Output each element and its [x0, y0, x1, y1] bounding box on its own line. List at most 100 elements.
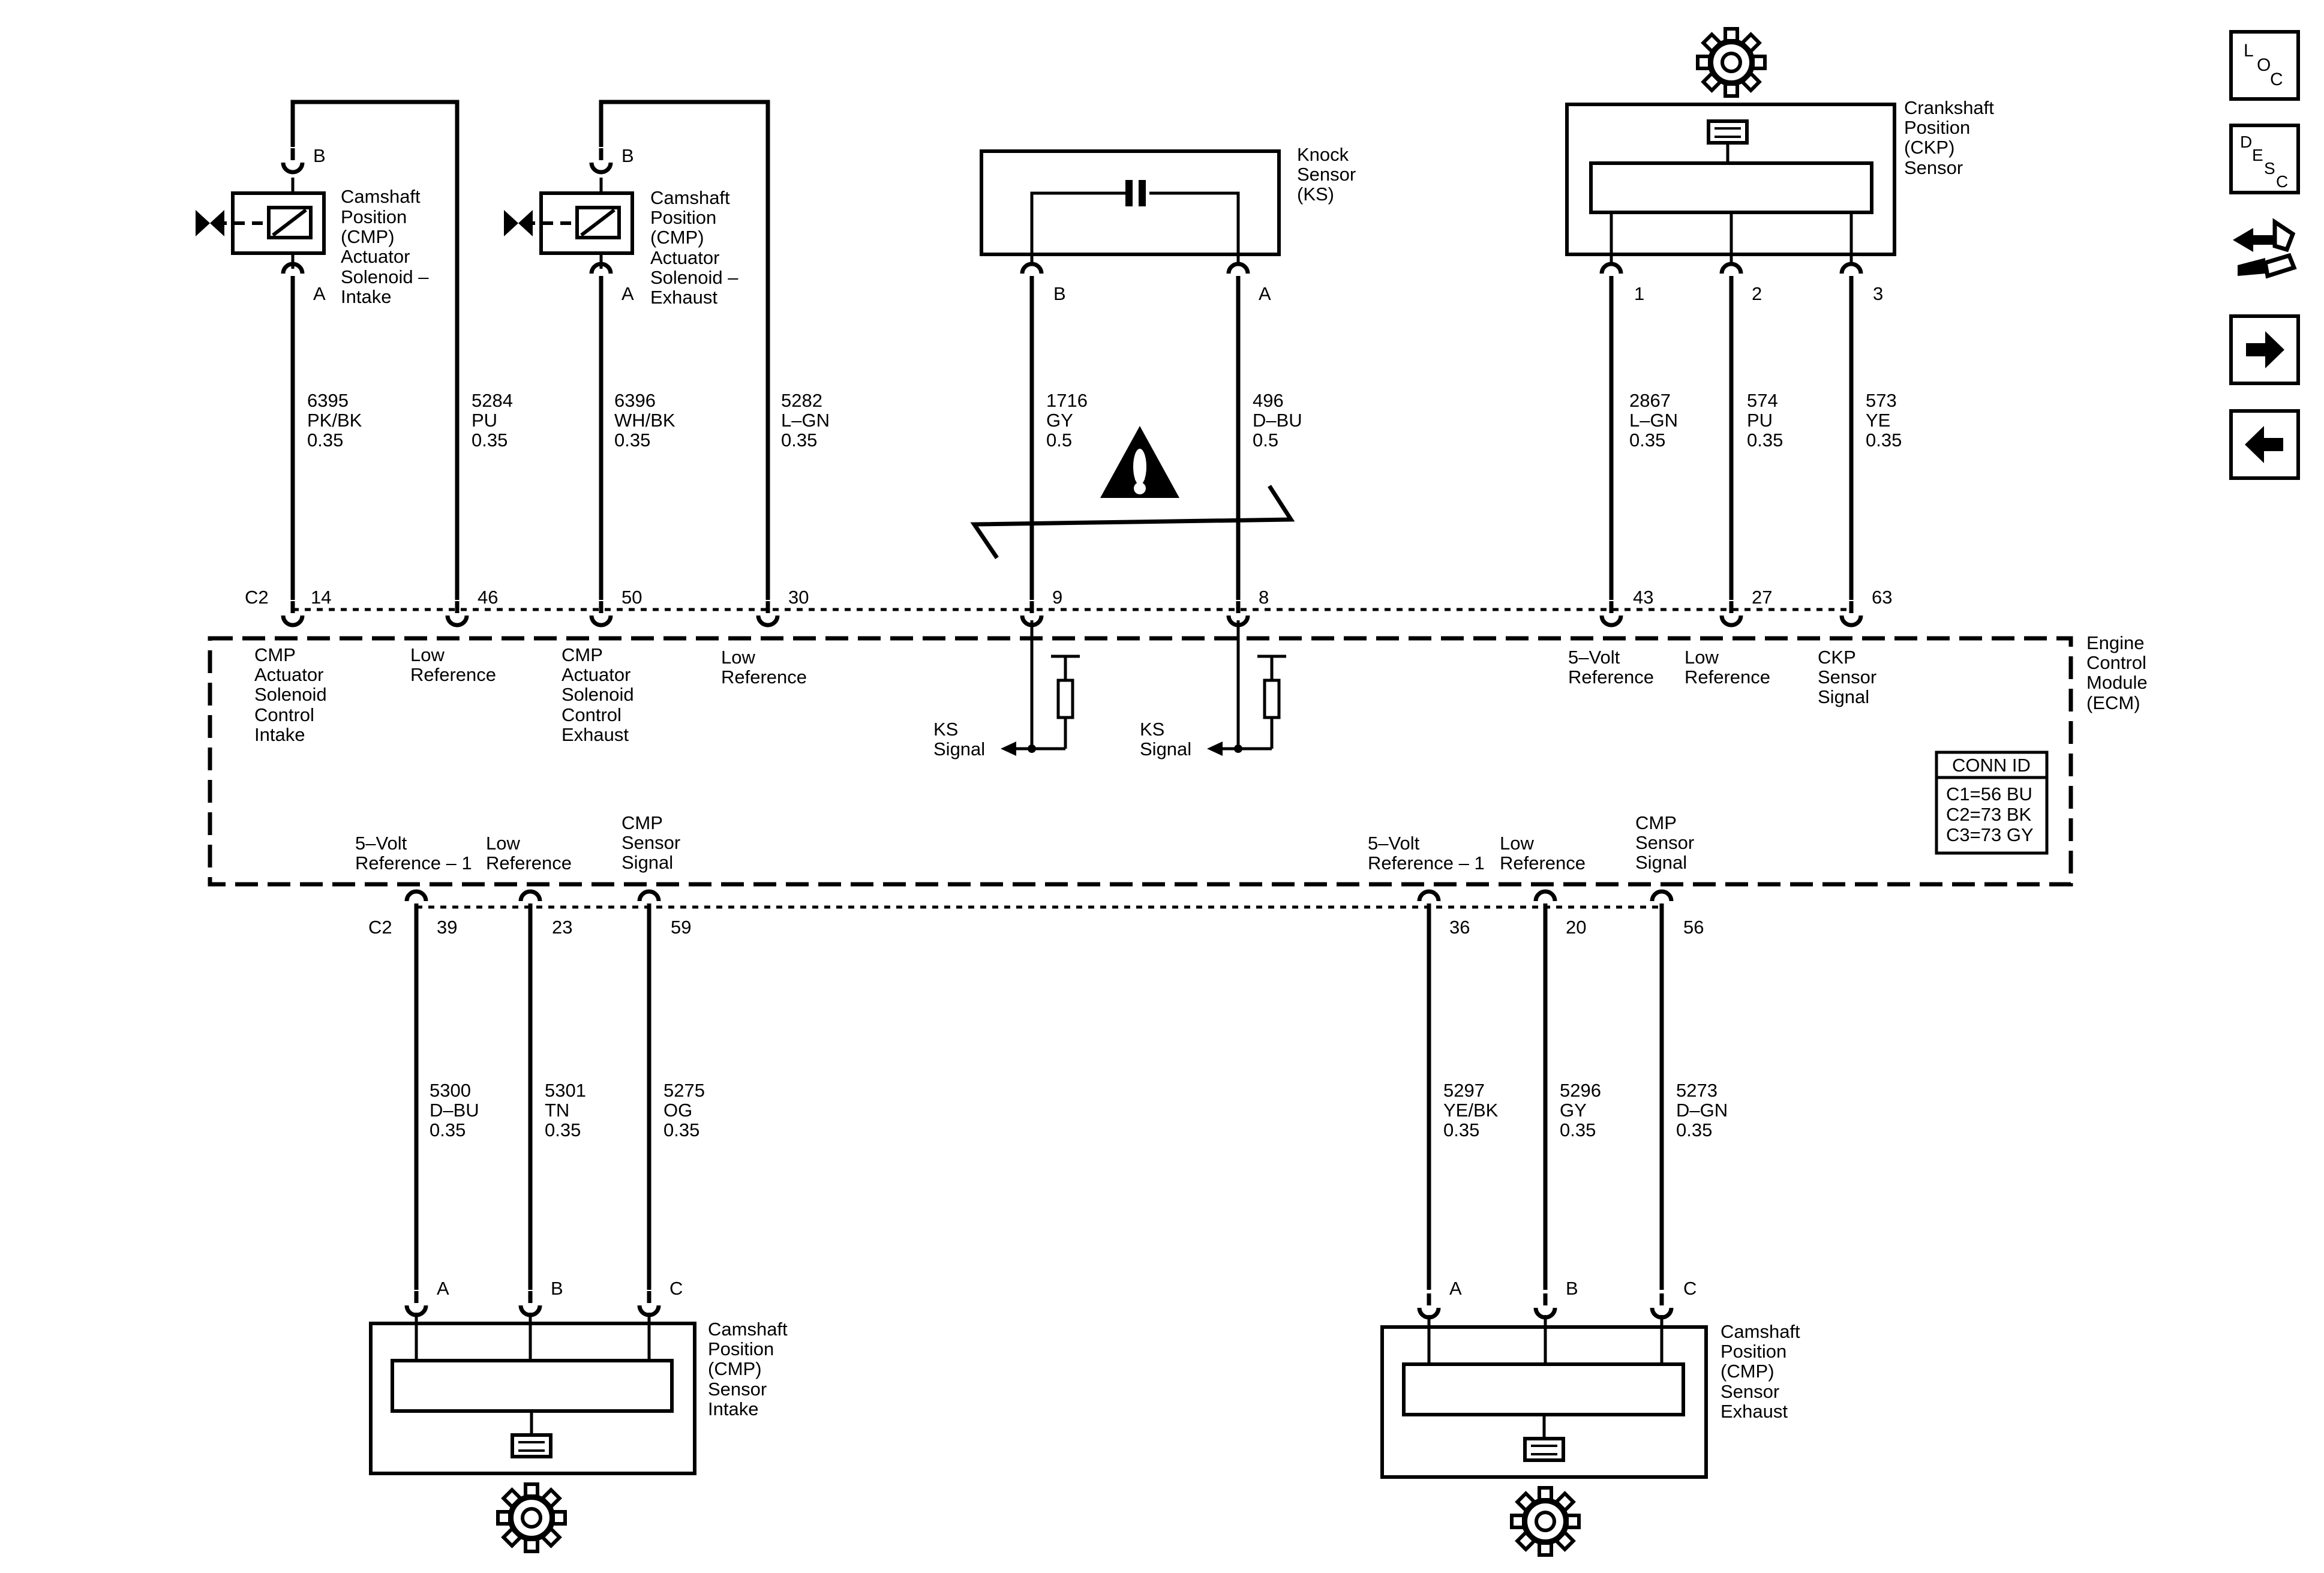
conn-id-table: CONN ID C1=56 BU C2=73 BK C3=73 GY	[1935, 751, 2049, 855]
next-button[interactable]	[2229, 314, 2300, 385]
pin-label: 14	[311, 587, 331, 608]
knock-sensor: B A Knock Sensor (KS)	[970, 144, 1361, 600]
pin-label: 8	[1259, 587, 1269, 608]
connector-label: C2	[368, 917, 392, 938]
pin-label: C	[669, 1278, 683, 1299]
svg-text:O: O	[2257, 55, 2271, 75]
component-title: Camshaft Position (CMP) Sensor Intake	[708, 1319, 792, 1419]
component-title: Crankshaft Position (CKP) Sensor	[1904, 97, 1999, 178]
pin-label: A	[437, 1278, 449, 1299]
pin-label: B	[551, 1278, 563, 1299]
component-title: Camshaft Position (CMP) Sensor Exhaust	[1721, 1321, 1805, 1422]
arrow-right-icon	[2246, 331, 2284, 368]
connector-label: C2	[245, 587, 269, 608]
pin-label: 23	[552, 917, 572, 938]
pin-label: A	[621, 283, 634, 304]
pin-label: 30	[788, 587, 809, 608]
pin-label: B	[621, 145, 634, 166]
svg-text:E: E	[2252, 146, 2263, 164]
conn-id-row: C1=56 BU	[1946, 784, 2032, 804]
ecm-title: Engine Control Module (ECM)	[2086, 632, 2152, 713]
ecm-boundary	[208, 636, 2073, 887]
conn-id-row: C2=73 BK	[1946, 804, 2032, 825]
connector-icon	[2233, 218, 2297, 279]
pin-label: C	[1683, 1278, 1697, 1299]
loc-button[interactable]: L O C	[2229, 30, 2300, 101]
gear-icon	[1698, 29, 1765, 96]
warning-icon	[1100, 426, 1179, 498]
pin-label: A	[1449, 1278, 1462, 1299]
cmp-actuator-exhaust: B A Camshaft Position (CMP) Actuator Sol…	[504, 100, 770, 600]
gear-icon	[1512, 1488, 1579, 1555]
desc-button[interactable]: D E S C	[2229, 124, 2300, 194]
component-title: Knock Sensor (KS)	[1297, 144, 1361, 205]
pin-label: 59	[671, 917, 691, 938]
pin-label: A	[1259, 283, 1271, 304]
connector-button[interactable]	[2229, 216, 2300, 287]
cmp-sensor-exhaust: A B C Camshaft Position (CMP) Sensor Exh…	[1380, 1278, 1805, 1555]
pin-label: 9	[1052, 587, 1062, 608]
shield-break-line	[970, 485, 1295, 559]
pin-label: 56	[1683, 917, 1704, 938]
ecm-top-connector: C2 14 46 50 30 9 8 43 27 63	[245, 587, 1892, 625]
cmp-sensor-intake: A B C Camshaft Position (CMP) Sensor Int…	[369, 1278, 792, 1551]
ks-signal-circuit-a	[1207, 620, 1286, 756]
svg-text:C: C	[2276, 172, 2288, 191]
svg-text:D: D	[2240, 133, 2252, 151]
pin-label: 36	[1449, 917, 1470, 938]
pin-label: 43	[1633, 587, 1653, 608]
pin-label: B	[1566, 1278, 1578, 1299]
ecm-bottom-connector: C2 39 23 59 36 20 56	[368, 891, 1704, 1290]
pin-label: 50	[621, 587, 642, 608]
valve-icon	[504, 210, 533, 236]
component-title: Camshaft Position (CMP) Actuator Solenoi…	[650, 187, 743, 308]
svg-text:S: S	[2264, 159, 2275, 178]
pin-label: B	[313, 145, 326, 166]
component-title: Camshaft Position (CMP) Actuator Solenoi…	[341, 186, 434, 307]
desc-icon: D E S C	[2240, 133, 2288, 191]
pin-label: 3	[1873, 283, 1883, 304]
cmp-actuator-intake: B A Camshaft Position (CMP) Actuator Sol…	[196, 100, 460, 600]
svg-text:C: C	[2270, 70, 2283, 89]
pin-label: 2	[1752, 283, 1762, 304]
gear-icon	[498, 1484, 565, 1551]
conn-id-title: CONN ID	[1952, 755, 2031, 776]
svg-text:L: L	[2244, 41, 2254, 61]
conn-id-row: C3=73 GY	[1946, 824, 2034, 845]
previous-button[interactable]	[2229, 409, 2300, 480]
pin-label: B	[1053, 283, 1066, 304]
valve-icon	[196, 210, 224, 236]
pin-label: 20	[1566, 917, 1586, 938]
ckp-sensor: 1 2 3 Crankshaft Position (CKP) Sensor	[1565, 29, 1999, 600]
